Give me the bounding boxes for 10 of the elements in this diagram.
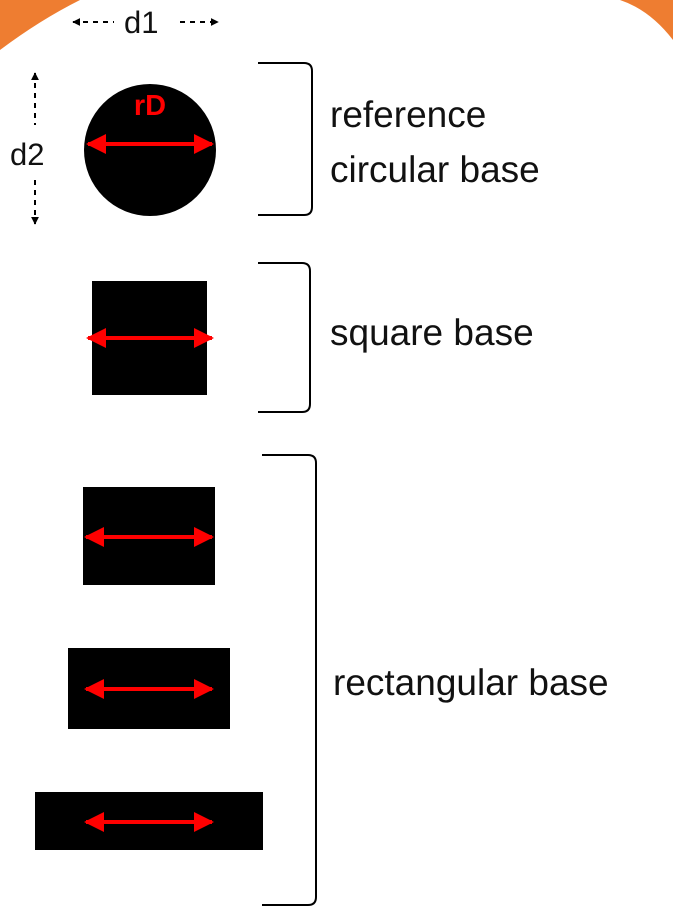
dimension-label: d1: [124, 4, 158, 42]
base-label: rectangular base: [333, 661, 609, 705]
rectangle-shape: [35, 792, 263, 850]
base-label: square base: [330, 311, 534, 355]
rectangle-shape: [92, 281, 207, 395]
dimension-label: d2: [10, 136, 44, 174]
rectangle-shape: [83, 487, 215, 585]
rectangle-shape: [68, 648, 230, 729]
dimension-label: rD: [134, 90, 166, 122]
base-label: reference circular base: [330, 93, 541, 192]
